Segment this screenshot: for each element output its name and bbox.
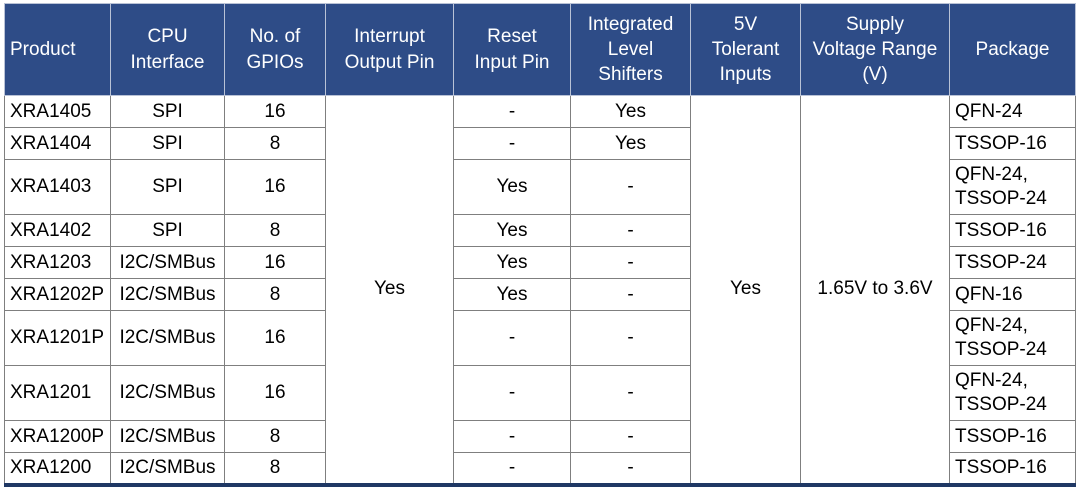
- cell-package: QFN-16: [949, 278, 1076, 311]
- cell-product: XRA1202P: [4, 278, 111, 311]
- cell-gpios: 16: [224, 246, 326, 279]
- cell-package: TSSOP-24: [949, 246, 1076, 279]
- cell-gpios: 16: [224, 310, 326, 366]
- header-interrupt-output-pin: Interrupt Output Pin: [325, 3, 454, 96]
- cell-gpios: 8: [224, 278, 326, 311]
- cell-reset-input-pin: -: [453, 127, 571, 160]
- table-header: Product CPU Interface No. of GPIOs Inter…: [4, 3, 1076, 96]
- cell-product: XRA1403: [4, 159, 111, 215]
- table-row: XRA1201 I2C/SMBus 16 - - QFN-24, TSSOP-2…: [4, 365, 1076, 421]
- cell-integrated-level-shifters: Yes: [570, 127, 691, 160]
- table-row: XRA1202P I2C/SMBus 8 Yes - QFN-16: [4, 278, 1076, 311]
- header-supply-voltage-range: Supply Voltage Range (V): [800, 3, 950, 96]
- cell-package: TSSOP-16: [949, 420, 1076, 453]
- cell-gpios: 8: [224, 420, 326, 453]
- cell-package: QFN-24: [949, 95, 1076, 128]
- cell-product: XRA1200P: [4, 420, 111, 453]
- cell-reset-input-pin: Yes: [453, 246, 571, 279]
- cell-integrated-level-shifters: -: [570, 452, 691, 485]
- header-row: Product CPU Interface No. of GPIOs Inter…: [4, 3, 1076, 96]
- cell-product: XRA1402: [4, 214, 111, 247]
- cell-reset-input-pin: Yes: [453, 278, 571, 311]
- cell-cpu-interface: I2C/SMBus: [110, 365, 225, 421]
- table-row: XRA1200 I2C/SMBus 8 - - TSSOP-16: [4, 452, 1076, 485]
- cell-cpu-interface: SPI: [110, 127, 225, 160]
- table-row: XRA1403 SPI 16 Yes - QFN-24, TSSOP-24: [4, 159, 1076, 215]
- cell-reset-input-pin: -: [453, 95, 571, 128]
- cell-integrated-level-shifters: -: [570, 159, 691, 215]
- cell-package: TSSOP-16: [949, 127, 1076, 160]
- cell-product: XRA1404: [4, 127, 111, 160]
- cell-product: XRA1201: [4, 365, 111, 421]
- header-5v-tolerant-inputs: 5V Tolerant Inputs: [690, 3, 801, 96]
- header-reset-input-pin: Reset Input Pin: [453, 3, 571, 96]
- header-cpu-interface: CPU Interface: [110, 3, 225, 96]
- cell-package: QFN-24, TSSOP-24: [949, 159, 1076, 215]
- table-body: XRA1405 SPI 16 Yes - Yes Yes 1.65V to 3.…: [4, 95, 1076, 485]
- cell-product: XRA1405: [4, 95, 111, 128]
- cell-integrated-level-shifters: -: [570, 310, 691, 366]
- cell-gpios: 8: [224, 452, 326, 485]
- merged-cell-5v-tolerant-inputs: Yes: [690, 95, 801, 485]
- cell-gpios: 16: [224, 365, 326, 421]
- cell-gpios: 16: [224, 159, 326, 215]
- table-row: XRA1404 SPI 8 - Yes TSSOP-16: [4, 127, 1076, 160]
- cell-gpios: 8: [224, 127, 326, 160]
- cell-integrated-level-shifters: -: [570, 365, 691, 421]
- cell-product: XRA1201P: [4, 310, 111, 366]
- header-integrated-level-shifters: Integrated Level Shifters: [570, 3, 691, 96]
- cell-gpios: 16: [224, 95, 326, 128]
- cell-integrated-level-shifters: -: [570, 420, 691, 453]
- table-row: XRA1405 SPI 16 Yes - Yes Yes 1.65V to 3.…: [4, 95, 1076, 485]
- cell-cpu-interface: SPI: [110, 159, 225, 215]
- cell-reset-input-pin: Yes: [453, 214, 571, 247]
- cell-reset-input-pin: -: [453, 420, 571, 453]
- cell-reset-input-pin: Yes: [453, 159, 571, 215]
- cell-integrated-level-shifters: -: [570, 214, 691, 247]
- cell-cpu-interface: I2C/SMBus: [110, 246, 225, 279]
- merged-cell-interrupt-output-pin: Yes: [325, 95, 454, 485]
- cell-cpu-interface: I2C/SMBus: [110, 278, 225, 311]
- cell-cpu-interface: I2C/SMBus: [110, 452, 225, 485]
- cell-package: TSSOP-16: [949, 214, 1076, 247]
- cell-cpu-interface: SPI: [110, 214, 225, 247]
- cell-reset-input-pin: -: [453, 365, 571, 421]
- cell-cpu-interface: SPI: [110, 95, 225, 128]
- cell-package: TSSOP-16: [949, 452, 1076, 485]
- cell-reset-input-pin: -: [453, 452, 571, 485]
- cell-product: XRA1200: [4, 452, 111, 485]
- table-row: XRA1402 SPI 8 Yes - TSSOP-16: [4, 214, 1076, 247]
- header-product: Product: [4, 3, 111, 96]
- cell-product: XRA1203: [4, 246, 111, 279]
- header-package: Package: [949, 3, 1076, 96]
- cell-integrated-level-shifters: -: [570, 278, 691, 311]
- cell-cpu-interface: I2C/SMBus: [110, 420, 225, 453]
- cell-cpu-interface: I2C/SMBus: [110, 310, 225, 366]
- cell-gpios: 8: [224, 214, 326, 247]
- cell-package: QFN-24, TSSOP-24: [949, 365, 1076, 421]
- merged-cell-supply-voltage-range: 1.65V to 3.6V: [800, 95, 950, 485]
- product-spec-table: Product CPU Interface No. of GPIOs Inter…: [4, 3, 1076, 487]
- cell-reset-input-pin: -: [453, 310, 571, 366]
- cell-package: QFN-24, TSSOP-24: [949, 310, 1076, 366]
- cell-integrated-level-shifters: Yes: [570, 95, 691, 128]
- header-gpios: No. of GPIOs: [224, 3, 326, 96]
- cell-integrated-level-shifters: -: [570, 246, 691, 279]
